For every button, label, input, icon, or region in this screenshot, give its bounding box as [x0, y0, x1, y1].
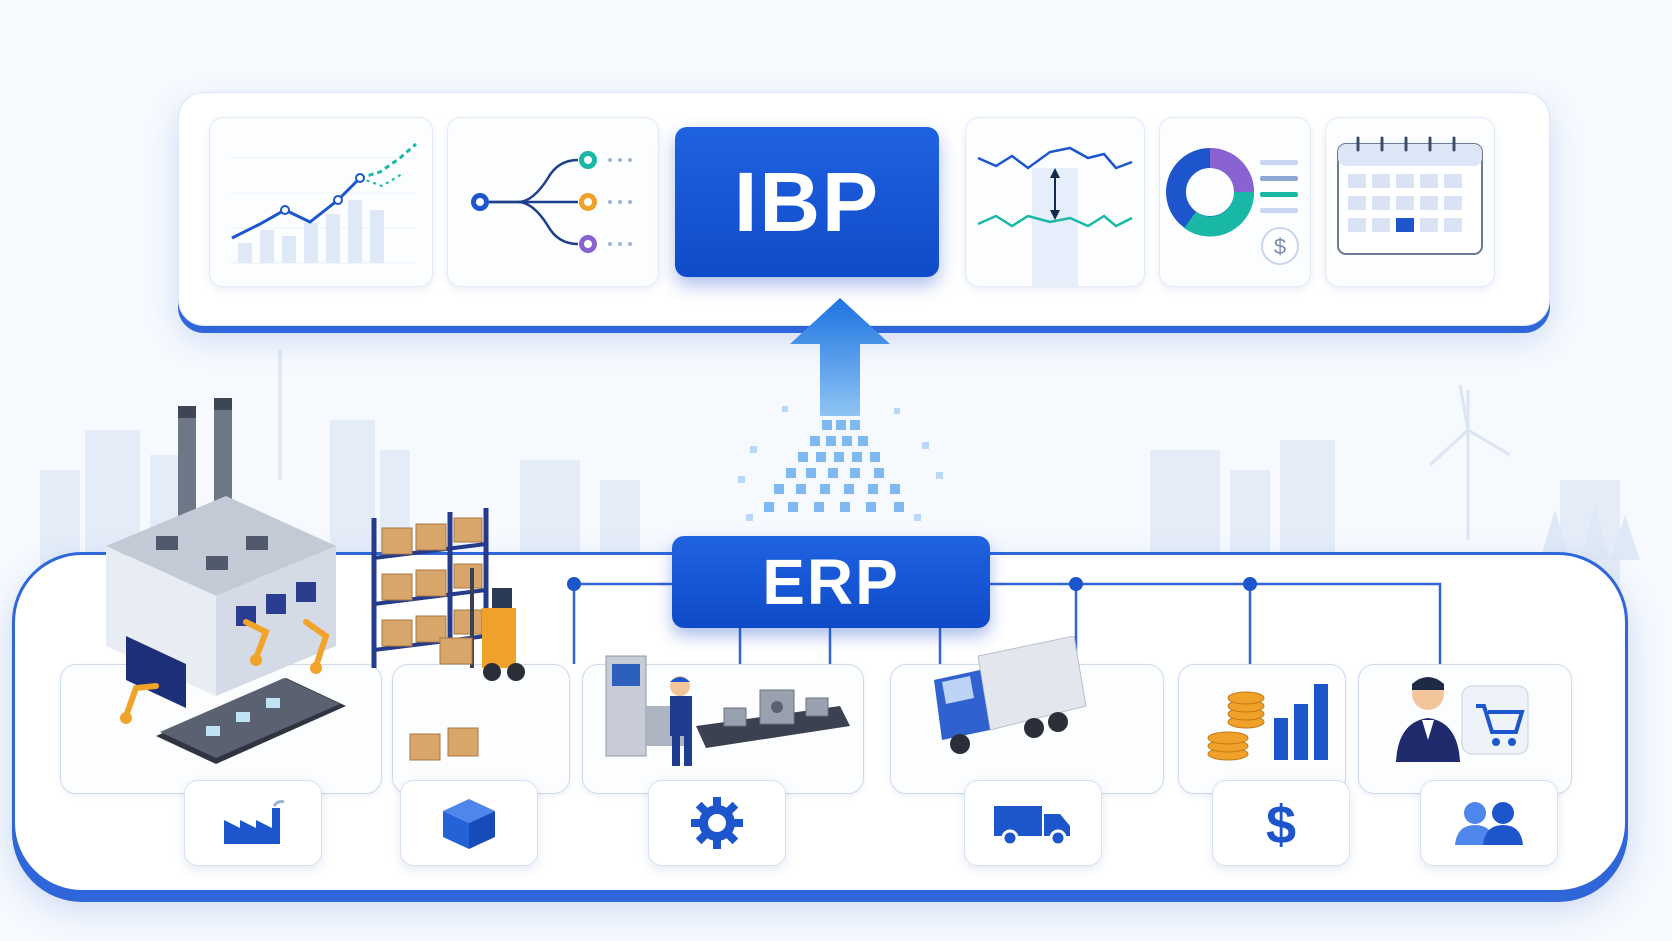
warehouse-illustration — [371, 508, 525, 761]
truck-icon — [994, 806, 1070, 847]
data-flow-arrow — [738, 298, 943, 521]
donut-finance-summary: $ — [1166, 148, 1299, 265]
factory-illustration — [106, 398, 346, 764]
svg-text:$: $ — [1266, 795, 1296, 853]
dollar-glyph: $ — [1274, 234, 1286, 259]
forecast-trend-card[interactable] — [209, 117, 433, 287]
module-button-production[interactable] — [648, 780, 786, 866]
demand-supply-gap-chart — [977, 146, 1133, 286]
people-icon — [1455, 802, 1523, 845]
dollar-icon: $ — [1266, 795, 1296, 853]
forecast-trend-chart — [230, 142, 417, 264]
module-button-inventory[interactable] — [400, 780, 538, 866]
gear-icon — [691, 797, 743, 849]
module-button-sales[interactable] — [1420, 780, 1558, 866]
ibp-panel: IBP $ — [178, 92, 1550, 326]
scenario-branch-card[interactable] — [447, 117, 659, 287]
donut-finance-card[interactable]: $ — [1159, 117, 1311, 287]
production-illustration — [605, 655, 850, 766]
module-button-finance[interactable]: $ — [1212, 780, 1350, 866]
module-tile-inventory[interactable] — [392, 664, 570, 794]
ibp-label-box[interactable]: IBP — [675, 127, 939, 277]
sales-illustration — [1396, 677, 1529, 762]
box-icon — [443, 799, 495, 849]
planning-calendar — [1337, 136, 1483, 255]
module-button-manufacturing[interactable] — [184, 780, 322, 866]
finance-illustration — [1207, 684, 1328, 761]
module-button-logistics[interactable] — [964, 780, 1102, 866]
demand-supply-gap-card[interactable] — [965, 117, 1145, 287]
factory-icon — [224, 800, 285, 844]
truck-illustration — [934, 636, 1087, 754]
erp-label-box[interactable]: ERP — [672, 536, 990, 628]
scenario-branch-diagram — [471, 151, 632, 253]
planning-calendar-card[interactable] — [1325, 117, 1495, 287]
